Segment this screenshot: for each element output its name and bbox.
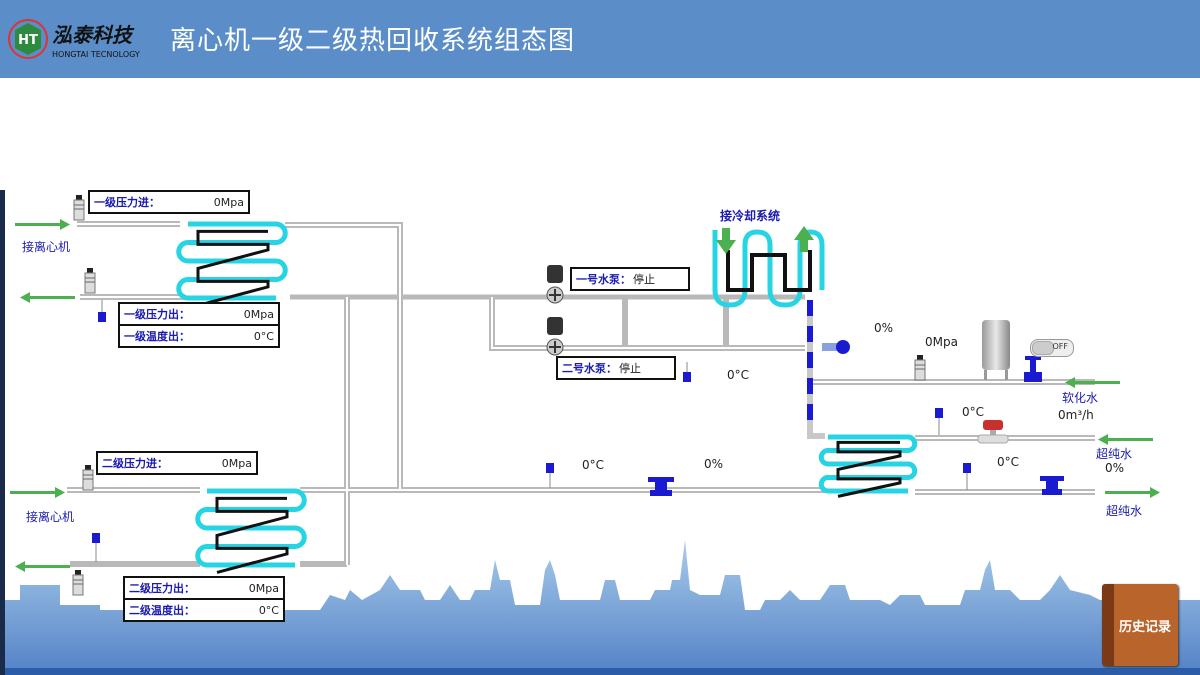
main-valve-icon (648, 477, 674, 496)
stage1-inlet-label: 接离心机 (22, 240, 71, 254)
stage1-in-arrow-icon (15, 219, 70, 230)
upw-in-label: 超纯水 (1096, 447, 1133, 461)
history-record-button[interactable]: 历史记录 (1102, 584, 1178, 666)
soft-water-label: 软化水 (1062, 391, 1099, 405)
pump-temp-value: 0°C (727, 368, 750, 382)
temperature-probe-icon (92, 533, 100, 562)
skyline-background (0, 540, 1200, 675)
stage2-pressure-out-value: 0Mpa (248, 581, 279, 595)
stage2-pressure-in-panel: 二级压力进： 0Mpa (96, 451, 258, 475)
temperature-probe-icon (98, 300, 106, 322)
upw-in-arrow-icon (1098, 434, 1153, 445)
pressure-sensor-icon (82, 465, 94, 491)
cooling-system-label: 接冷却系统 (720, 209, 781, 223)
stage1-pressure-in-value: 0Mpa (213, 195, 244, 209)
page-title: 离心机一级二级热回收系统组态图 (170, 26, 576, 56)
upw-valve-opening-value: 0% (1105, 461, 1125, 475)
temperature-probe-icon (963, 463, 971, 490)
switch-state: OFF (1052, 342, 1069, 351)
history-record-label: 历史记录 (1118, 619, 1171, 635)
heat-exchanger-stage1 (176, 221, 288, 307)
header-bar: HT 泓泰科技 HONGTAI TECNOLOGY 离心机一级二级热回收系统组态… (0, 0, 1200, 78)
upw-valve-icon (1040, 476, 1064, 495)
heat-exchanger-stage2 (195, 488, 307, 574)
pump-2-label: 二号水泵： (562, 362, 617, 375)
stage1-pressure-out-label: 一级压力出： (124, 308, 190, 321)
stage1-pressure-in-label: 一级压力进： (94, 196, 160, 209)
temperature-probe-icon (546, 463, 554, 488)
cooling-in-arrow-icon (716, 228, 736, 254)
flow-rate-value: 0m³/h (1058, 408, 1094, 422)
stage2-temp-out-label: 二级温度出： (129, 604, 195, 617)
stage2-temp-out-value: 0°C (258, 603, 279, 617)
stage2-out-arrow-icon (15, 561, 70, 572)
cooling-out-arrow-icon (794, 226, 814, 252)
cooling-coil (712, 226, 825, 308)
stage1-temp-out-label: 一级温度出： (124, 330, 190, 343)
stage1-outlet-panel: 一级压力出： 0Mpa 一级温度出： 0°C (118, 302, 280, 348)
storage-tank-icon (982, 320, 1010, 380)
tube-bundle (836, 440, 902, 498)
pressure-sensor-icon (914, 355, 926, 381)
flow-meter-icon (977, 420, 1009, 444)
pump-1-status: 停止 (633, 273, 655, 286)
upw-in-temp-value: 0°C (962, 405, 985, 419)
pump-1-label: 一号水泵： (576, 273, 631, 286)
stage2-outlet-panel: 二级压力出： 0Mpa 二级温度出： 0°C (123, 576, 285, 622)
stage2-pressure-in-label: 二级压力进： (102, 457, 168, 470)
stage1-pressure-out-value: 0Mpa (243, 307, 274, 321)
pump-2-icon (546, 317, 564, 356)
stage1-out-arrow-icon (20, 292, 75, 303)
stage2-pressure-in-value: 0Mpa (221, 456, 252, 470)
pump-2-status-panel: 二号水泵：停止 (556, 356, 676, 380)
logo-en: HONGTAI TECNOLOGY (52, 50, 140, 59)
stage1-temp-out-value: 0°C (253, 329, 274, 343)
pressure-sensor-icon (84, 268, 96, 294)
logo-cn: 泓泰科技 (52, 23, 135, 47)
temperature-probe-icon (683, 362, 691, 382)
pressure-sensor-icon (72, 570, 84, 596)
panel-left-border (0, 190, 5, 675)
heat-exchanger-upw (818, 434, 918, 498)
coil-path (176, 221, 288, 301)
tube-bundle (196, 229, 270, 307)
control-valve-1-icon (822, 340, 850, 354)
valve1-opening-value: 0% (874, 321, 894, 335)
coil-path (195, 488, 307, 568)
soft-water-switch[interactable]: OFF (1030, 339, 1074, 357)
temperature-probe-icon (935, 408, 943, 435)
upw-out-arrow-icon (1105, 487, 1160, 498)
upw-out-label: 超纯水 (1106, 504, 1143, 518)
tube-bundle (215, 496, 289, 574)
upw-out-temp-value: 0°C (997, 455, 1020, 469)
logo-mark: HT (18, 33, 38, 48)
stage2-inlet-label: 接离心机 (26, 510, 75, 524)
switch-knob (1032, 341, 1054, 355)
main-temp-value: 0°C (582, 458, 605, 472)
pump-1-status-panel: 一号水泵：停止 (570, 267, 690, 291)
pump-2-status: 停止 (619, 362, 641, 375)
pressure-sensor-icon (73, 195, 85, 221)
pump-1-icon (546, 265, 564, 304)
soft-water-arrow-icon (1065, 377, 1120, 388)
soft-water-valve-icon (1024, 356, 1042, 382)
stage2-pressure-out-label: 二级压力出： (129, 582, 195, 595)
stage2-in-arrow-icon (10, 487, 65, 498)
company-logo: HT 泓泰科技 HONGTAI TECNOLOGY (6, 10, 156, 68)
main-valve-opening-value: 0% (704, 457, 724, 471)
stage1-pressure-in-panel: 一级压力进： 0Mpa (88, 190, 250, 214)
soft-water-pressure-value: 0Mpa (925, 335, 958, 349)
